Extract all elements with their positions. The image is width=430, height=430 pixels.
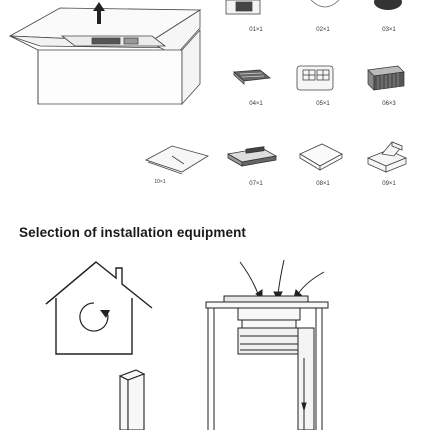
- part-10-icon: [144, 145, 209, 175]
- part-08-label: 08×1: [316, 181, 330, 187]
- part-09-label: 09×1: [382, 181, 396, 187]
- part-10-label: 10×1: [154, 179, 166, 185]
- part-08-icon: [299, 143, 343, 171]
- cooktop-installation-diagram: [205, 259, 329, 430]
- part-06-icon: [367, 65, 405, 91]
- lift-arrow-icon: [93, 2, 105, 24]
- part-03-label: 03×1: [382, 27, 396, 33]
- part-01-icon: [225, 0, 261, 15]
- part-01-label: 01×1: [249, 27, 263, 33]
- packing-box-illustration: [8, 2, 202, 106]
- part-04-label: 04×1: [249, 101, 263, 107]
- vertical-duct-icon: [118, 369, 146, 430]
- part-04-icon: [233, 69, 271, 85]
- part-06-label: 06×3: [382, 101, 396, 107]
- part-09-icon: [366, 141, 408, 173]
- part-03-icon: [374, 0, 402, 10]
- part-05-icon: [296, 65, 334, 91]
- part-07-label: 07×1: [249, 181, 263, 187]
- house-recirculation-icon: [45, 261, 153, 355]
- part-02-icon: [310, 0, 340, 8]
- part-05-label: 05×1: [316, 101, 330, 107]
- part-07-icon: [226, 146, 278, 167]
- part-02-label: 02×1: [316, 27, 330, 33]
- section-heading: Selection of installation equipment: [19, 225, 247, 240]
